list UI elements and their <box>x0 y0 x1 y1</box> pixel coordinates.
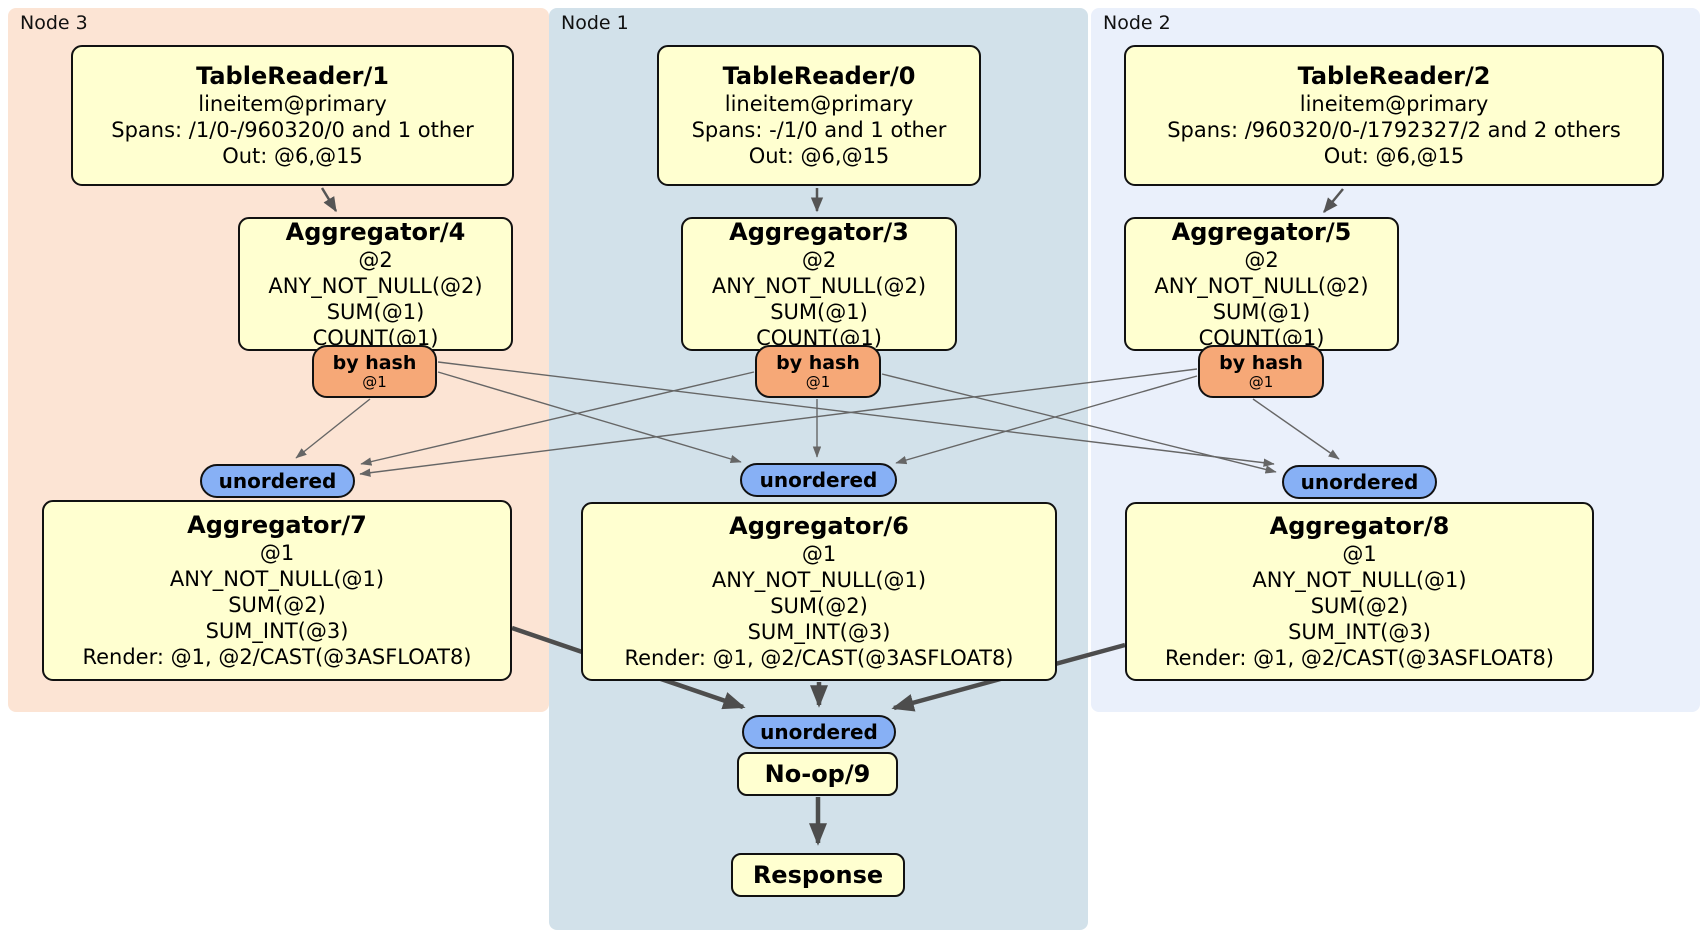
plan-detail-line: ANY_NOT_NULL(@2) <box>1154 273 1369 298</box>
processor-title: Aggregator/8 <box>1269 512 1450 540</box>
edge-router3-sync2 <box>437 361 1275 467</box>
router-key: @1 <box>1248 373 1274 391</box>
plan-detail-line: @2 <box>801 247 837 272</box>
noop-9: No-op/9 <box>737 752 898 796</box>
tablereader-1: TableReader/1 lineitem@primary Spans: /1… <box>71 45 514 186</box>
router-label: by hash <box>332 352 417 374</box>
processor-title: TableReader/2 <box>1297 62 1491 90</box>
plan-detail-line: ANY_NOT_NULL(@1) <box>1252 568 1467 592</box>
edge-tablereader1-aggregator4 <box>320 187 338 213</box>
plan-detail-line: lineitem@primary <box>1299 92 1489 116</box>
edge-router3-sync1 <box>437 371 742 464</box>
aggregator-8: Aggregator/8 @1 ANY_NOT_NULL(@1) SUM(@2)… <box>1125 502 1594 681</box>
unordered-sync-node1: unordered <box>740 463 897 497</box>
aggregator-6: Aggregator/6 @1 ANY_NOT_NULL(@1) SUM(@2)… <box>581 502 1057 681</box>
aggregator-4: Aggregator/4 @2 ANY_NOT_NULL(@2) SUM(@1)… <box>238 217 513 351</box>
edge-router2-sync3 <box>359 368 1198 477</box>
plan-detail-line: Out: @6,@15 <box>748 144 890 168</box>
plan-detail-line: Spans: -/1/0 and 1 other <box>691 118 947 142</box>
plan-detail-line: SUM(@1) <box>770 299 868 324</box>
processor-title: Aggregator/6 <box>729 512 909 540</box>
plan-detail-line: SUM(@2) <box>228 593 326 617</box>
tablereader-0: TableReader/0 lineitem@primary Spans: -/… <box>657 45 981 186</box>
plan-detail-line: lineitem@primary <box>724 92 914 116</box>
plan-detail-line: Out: @6,@15 <box>222 144 363 168</box>
hash-router-node1: by hash @1 <box>755 345 881 398</box>
plan-detail-line: @2 <box>358 247 393 272</box>
aggregator-3: Aggregator/3 @2 ANY_NOT_NULL(@2) SUM(@1)… <box>681 217 957 351</box>
hash-router-node2: by hash @1 <box>1198 345 1324 398</box>
plan-detail-line: SUM_INT(@3) <box>747 620 891 644</box>
plan-detail-line: ANY_NOT_NULL(@1) <box>169 567 385 591</box>
plan-detail-line: SUM(@1) <box>1212 299 1311 324</box>
router-label: by hash <box>776 352 860 374</box>
plan-detail-line: ANY_NOT_NULL(@1) <box>711 568 927 592</box>
aggregator-7: Aggregator/7 @1 ANY_NOT_NULL(@1) SUM(@2)… <box>42 500 512 681</box>
plan-detail-line: SUM_INT(@3) <box>205 619 349 643</box>
plan-detail-line: Spans: /960320/0-/1792327/2 and 2 others <box>1167 118 1621 142</box>
plan-detail-line: SUM(@2) <box>770 594 868 618</box>
processor-title: TableReader/0 <box>722 62 916 90</box>
plan-detail-line: Out: @6,@15 <box>1323 144 1465 168</box>
node-1-label: Node 1 <box>561 12 629 34</box>
node-2-label: Node 2 <box>1103 12 1171 34</box>
router-key: @1 <box>362 373 387 391</box>
unordered-sync-node3: unordered <box>200 464 355 498</box>
plan-detail-line: @2 <box>1244 247 1279 272</box>
unordered-sync-output: unordered <box>742 715 896 749</box>
unordered-sync-node2: unordered <box>1282 465 1437 499</box>
node-3-label: Node 3 <box>20 12 88 34</box>
edge-router1-sync2 <box>881 373 1277 474</box>
processor-title: TableReader/1 <box>196 62 389 90</box>
aggregator-5: Aggregator/5 @2 ANY_NOT_NULL(@2) SUM(@1)… <box>1124 217 1399 351</box>
edge-router1-sync3 <box>360 371 755 466</box>
plan-detail-line: @1 <box>259 541 295 565</box>
response: Response <box>731 853 905 897</box>
processor-title: Aggregator/3 <box>729 217 909 246</box>
plan-detail-line: SUM(@1) <box>326 299 425 324</box>
edge-tablereader2-aggregator5 <box>1323 188 1344 213</box>
plan-detail-line: Render: @1, @2/CAST(@3ASFLOAT8) <box>82 645 472 669</box>
processor-title: Aggregator/4 <box>285 217 466 246</box>
plan-detail-line: @1 <box>1342 542 1377 566</box>
plan-detail-line: ANY_NOT_NULL(@2) <box>711 273 927 298</box>
plan-detail-line: @1 <box>801 542 837 566</box>
plan-detail-line: lineitem@primary <box>198 92 387 116</box>
plan-detail-line: SUM_INT(@3) <box>1288 620 1431 644</box>
plan-detail-line: SUM(@2) <box>1310 594 1409 618</box>
edge-router2-sync1 <box>895 375 1198 465</box>
processor-title: Aggregator/5 <box>1171 217 1352 246</box>
edge-router2-sync2 <box>1252 398 1340 460</box>
plan-detail-line: ANY_NOT_NULL(@2) <box>268 273 483 298</box>
plan-detail-line: Render: @1, @2/CAST(@3ASFLOAT8) <box>624 646 1014 670</box>
plan-detail-line: Spans: /1/0-/960320/0 and 1 other <box>111 118 474 142</box>
plan-detail-line: Render: @1, @2/CAST(@3ASFLOAT8) <box>1164 646 1555 670</box>
edge-router3-sync3 <box>295 398 371 459</box>
router-key: @1 <box>805 373 831 391</box>
tablereader-2: TableReader/2 lineitem@primary Spans: /9… <box>1124 45 1664 186</box>
router-label: by hash <box>1219 352 1303 374</box>
hash-router-node3: by hash @1 <box>312 345 437 398</box>
processor-title: Aggregator/7 <box>187 511 367 539</box>
